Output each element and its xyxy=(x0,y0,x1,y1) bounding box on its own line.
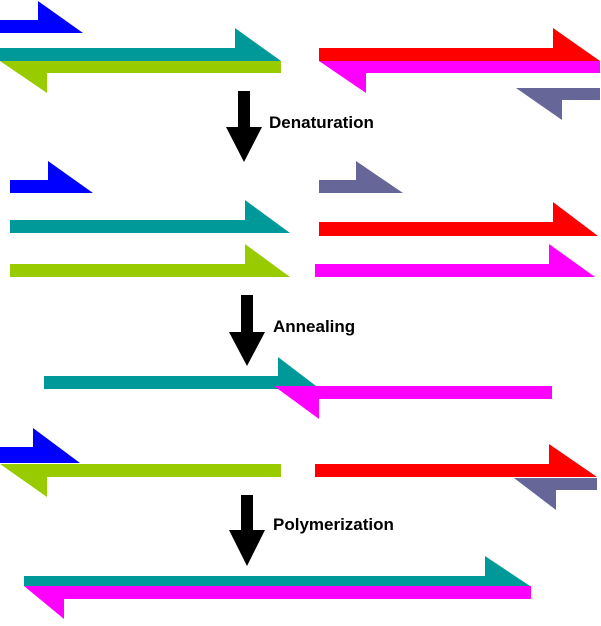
template-green-strand-arrow xyxy=(10,244,290,277)
template-teal-strand-arrow xyxy=(0,28,281,61)
step-label-annealing: Annealing xyxy=(273,317,356,336)
product-teal-strand-arrow xyxy=(24,556,530,586)
forward-primer-strand-arrow xyxy=(10,161,93,193)
forward-primer-strand-arrow xyxy=(0,1,83,33)
step-label-polymerization: Polymerization xyxy=(273,515,394,534)
template-magenta-strand-arrow xyxy=(274,386,552,419)
down-arrow-icon xyxy=(229,295,265,366)
stage-denatured xyxy=(10,161,598,277)
reverse-primer-strand-arrow xyxy=(319,161,403,193)
stage-polymerized xyxy=(24,556,531,619)
stage-annealed xyxy=(0,357,597,510)
stage-double-stranded xyxy=(0,1,600,120)
template-red-strand-arrow xyxy=(319,28,600,61)
reverse-primer-strand-arrow xyxy=(516,88,600,120)
down-arrow-icon xyxy=(226,91,262,162)
step-label-denaturation: Denaturation xyxy=(269,113,374,132)
template-teal-strand-arrow xyxy=(10,200,290,233)
template-green-strand-arrow xyxy=(0,61,281,93)
template-green-strand-arrow xyxy=(0,464,281,497)
template-magenta-strand-arrow xyxy=(319,61,600,93)
down-arrow-icon xyxy=(229,495,265,566)
template-teal-strand-arrow xyxy=(44,357,320,389)
template-magenta-strand-arrow xyxy=(315,244,595,277)
template-red-strand-arrow xyxy=(315,444,597,477)
reverse-primer-strand-arrow xyxy=(514,478,597,510)
product-magenta-strand-arrow xyxy=(24,586,531,619)
forward-primer-strand-arrow xyxy=(0,428,80,463)
template-red-strand-arrow xyxy=(319,202,598,236)
